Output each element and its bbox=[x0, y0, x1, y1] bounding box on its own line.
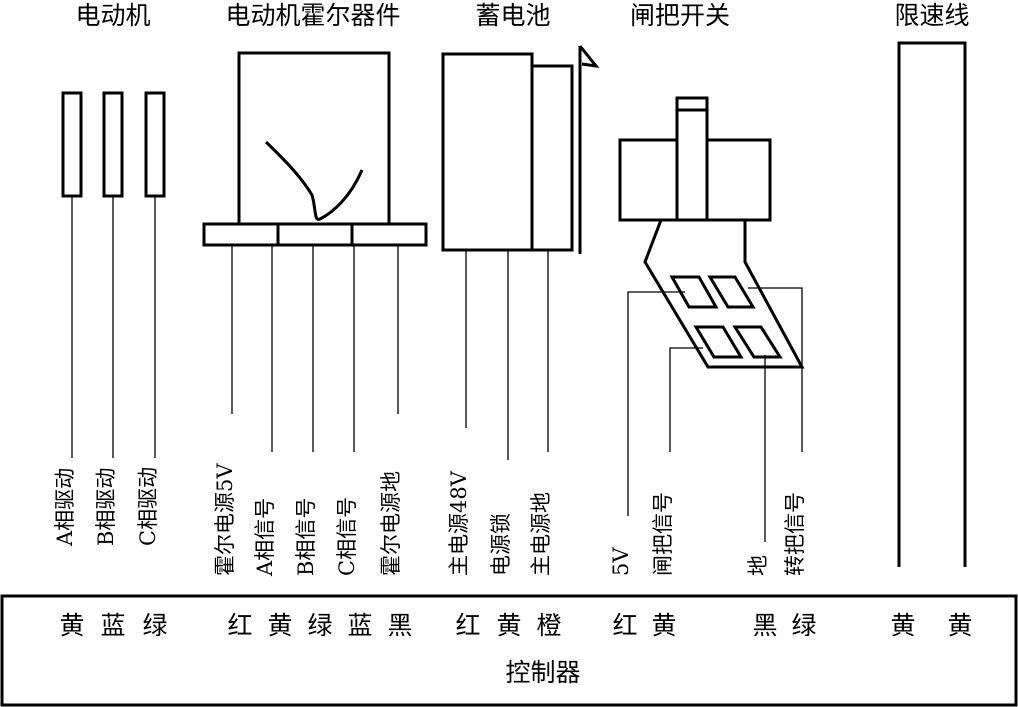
color-hall-5v: 红 bbox=[227, 611, 252, 640]
color-speed-2: 黄 bbox=[947, 611, 972, 640]
label-main-gnd: 主电源地 bbox=[529, 492, 553, 576]
label-b-drive: B相驱动 bbox=[94, 468, 118, 546]
color-brake-signal: 黄 bbox=[651, 611, 676, 640]
label-b-signal: B相信号 bbox=[294, 498, 318, 576]
wire-labels: A相驱动 B相驱动 C相驱动 霍尔电源5V A相信号 B相信号 C相信号 霍尔电… bbox=[53, 463, 807, 577]
phase-b-bar bbox=[102, 91, 124, 198]
wire-brake-signal bbox=[669, 347, 703, 452]
title-motor: 电动机 bbox=[75, 1, 150, 30]
brake-lever-right bbox=[705, 138, 772, 222]
color-5v: 红 bbox=[612, 611, 637, 640]
color-a-drive: 黄 bbox=[59, 611, 84, 640]
controller-box bbox=[0, 594, 1018, 707]
battery-body bbox=[441, 52, 534, 252]
switch-contact-1 bbox=[669, 275, 719, 309]
label-5v: 5V bbox=[609, 547, 633, 576]
switch-contact-4 bbox=[732, 325, 783, 359]
color-b-drive: 蓝 bbox=[100, 611, 125, 640]
color-main-48v: 红 bbox=[455, 611, 480, 640]
color-throttle-signal: 绿 bbox=[791, 611, 816, 640]
label-c-signal: C相信号 bbox=[335, 497, 359, 576]
title-speed-limit: 限速线 bbox=[894, 1, 969, 30]
label-hall-5v: 霍尔电源5V bbox=[213, 463, 237, 576]
battery bbox=[441, 45, 600, 460]
color-c-drive: 绿 bbox=[142, 611, 167, 640]
switch-contact-3 bbox=[693, 325, 744, 359]
label-main-48v: 主电源48V bbox=[447, 470, 471, 576]
speed-limit-loop bbox=[897, 41, 967, 567]
color-a-signal: 黄 bbox=[267, 611, 292, 640]
hall-connector bbox=[202, 222, 428, 247]
switch-contact-2 bbox=[707, 275, 756, 309]
label-gnd: 地 bbox=[746, 555, 770, 576]
color-b-signal: 绿 bbox=[307, 611, 332, 640]
label-throttle-signal: 转把信号 bbox=[783, 492, 807, 576]
brake-lever-left bbox=[618, 138, 679, 222]
color-hall-gnd: 黑 bbox=[387, 611, 412, 640]
color-main-gnd: 橙 bbox=[536, 611, 561, 640]
switch-plate bbox=[643, 219, 805, 369]
label-c-drive: C相驱动 bbox=[136, 467, 160, 546]
brake-lever-stem bbox=[675, 96, 709, 222]
battery-plate-tab bbox=[578, 45, 600, 69]
battery-cap bbox=[530, 64, 574, 252]
label-a-drive: A相驱动 bbox=[53, 468, 77, 547]
wire-throttle-signal bbox=[748, 287, 803, 452]
brake-switch bbox=[618, 96, 805, 542]
title-hall-sensor: 电动机霍尔器件 bbox=[225, 1, 400, 30]
label-power-lock: 电源锁 bbox=[489, 513, 513, 576]
controller-label: 控制器 bbox=[505, 658, 580, 687]
color-c-signal: 蓝 bbox=[347, 611, 372, 640]
hall-curve bbox=[264, 140, 364, 221]
wire-5v bbox=[627, 291, 685, 516]
color-power-lock: 黄 bbox=[496, 611, 521, 640]
label-a-signal: A相信号 bbox=[253, 498, 277, 577]
phase-c-bar bbox=[144, 91, 166, 198]
phase-a-bar bbox=[61, 91, 83, 198]
label-brake-signal: 闸把信号 bbox=[651, 492, 675, 576]
color-gnd: 黑 bbox=[752, 611, 777, 640]
wire-color-labels: 黄 蓝 绿 红 黄 绿 蓝 黑 红 黄 橙 红 黄 黑 绿 黄 黄 bbox=[59, 611, 972, 640]
title-brake-switch: 闸把开关 bbox=[630, 1, 730, 30]
color-speed-1: 黄 bbox=[890, 611, 915, 640]
title-battery: 蓄电池 bbox=[475, 1, 550, 30]
motor-phases bbox=[61, 91, 166, 458]
hall-sensor bbox=[202, 51, 428, 452]
label-hall-gnd: 霍尔电源地 bbox=[379, 471, 403, 576]
